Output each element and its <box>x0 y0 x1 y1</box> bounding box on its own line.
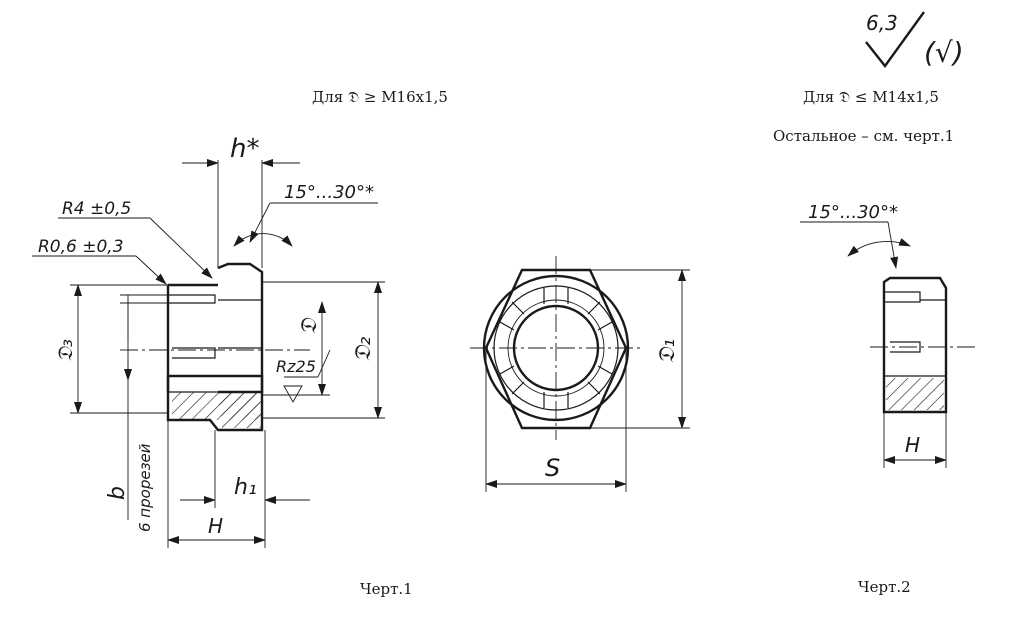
caption-right-condition: Для 𝔇 ≤ M14x1,5 <box>803 88 939 106</box>
dim-d: 𝔇 <box>297 317 322 335</box>
fig2-side-view <box>870 276 975 468</box>
dim-d3: 𝔇₃ <box>53 339 77 362</box>
dim-d1: 𝔇₁ <box>655 339 680 364</box>
fig1-front-dimensions: 𝔇₁ S <box>485 269 686 488</box>
caption-left-condition: Для 𝔇 ≥ M16x1,5 <box>312 88 448 106</box>
fig1-dimensions: h* 15°...30°* R4 ±0,5 R0,6 ±0,3 𝔇₃ 𝔇 𝔇₂ … <box>32 134 382 544</box>
dim-H-fig2: H <box>905 433 920 457</box>
fig1-front-view <box>470 256 690 492</box>
dim-r06: R0,6 ±0,3 <box>38 237 124 257</box>
caption-fig2: Черт.2 <box>858 578 911 596</box>
dim-d2: 𝔇₂ <box>351 337 376 362</box>
caption-rest-note: Остальное – см. черт.1 <box>773 127 955 145</box>
dim-h-star: h* <box>230 134 259 164</box>
dim-r4: R4 ±0,5 <box>62 199 131 219</box>
dim-slots: 6 прорезей <box>136 443 154 532</box>
check-mark-icon <box>865 11 925 68</box>
fig2-dimensions: 15°...30°* H <box>800 202 947 464</box>
dim-H-fig1: H <box>208 514 223 538</box>
roughness-symbol: 6,3 (√) <box>865 11 964 69</box>
dim-rz25: Rz25 <box>276 357 316 376</box>
dim-h1: h₁ <box>234 475 257 500</box>
dim-b: b <box>105 486 130 500</box>
dim-angle-fig1: 15°...30°* <box>284 182 374 203</box>
dim-s: S <box>545 454 560 482</box>
roughness-parenthetical: (√) <box>924 36 964 69</box>
caption-fig1: Черт.1 <box>360 580 413 598</box>
roughness-value: 6,3 <box>866 11 898 35</box>
dim-angle-fig2: 15°...30°* <box>808 202 898 223</box>
roughness-triangle-icon <box>283 385 303 403</box>
